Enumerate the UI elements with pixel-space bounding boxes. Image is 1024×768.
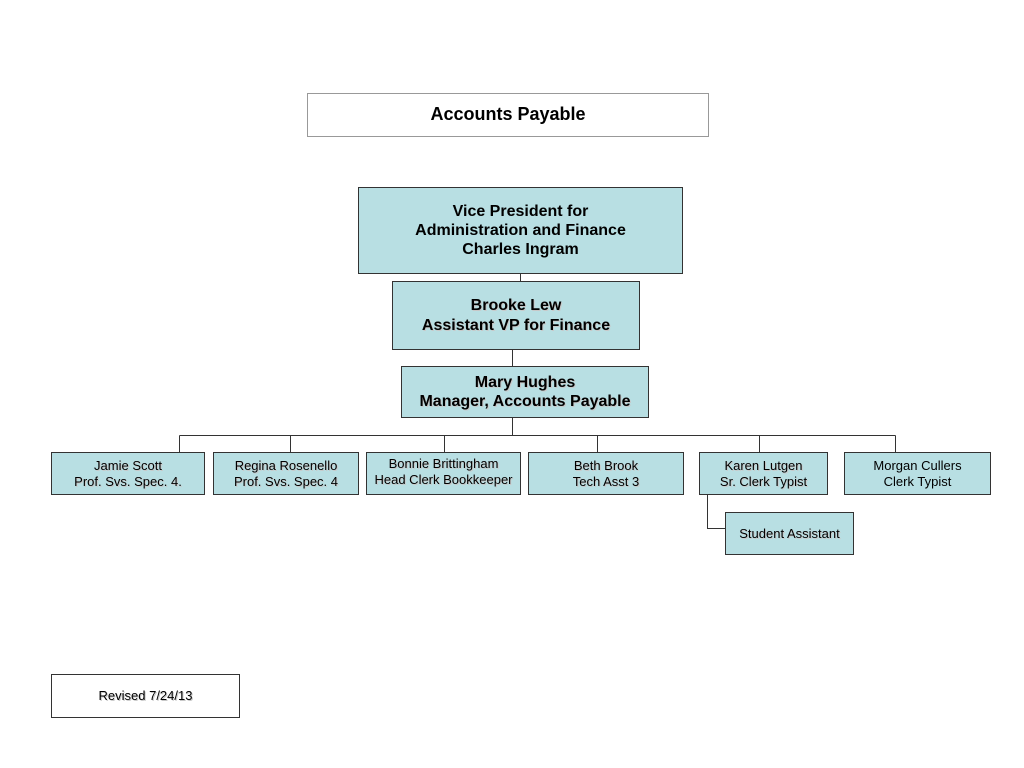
chart-title: Accounts Payable bbox=[307, 93, 709, 137]
student-assistant-label: Student Assistant bbox=[739, 525, 840, 541]
staff-role: Tech Asst 3 bbox=[572, 473, 640, 489]
staff-name: Jamie Scott bbox=[94, 457, 162, 473]
vp-box: Vice President for Administration and Fi… bbox=[358, 187, 683, 274]
vp-line-1: Vice President for bbox=[452, 202, 589, 220]
avp-role: Assistant VP for Finance bbox=[421, 316, 611, 334]
staff-role: Clerk Typist bbox=[883, 473, 952, 489]
staff-name: Karen Lutgen bbox=[724, 457, 803, 473]
staff-name: Morgan Cullers bbox=[873, 457, 962, 473]
staff-box-regina-rosenello: Regina Rosenello Prof. Svs. Spec. 4 bbox=[213, 452, 359, 495]
manager-name: Mary Hughes bbox=[474, 373, 576, 391]
staff-box-bonnie-brittingham: Bonnie Brittingham Head Clerk Bookkeeper bbox=[366, 452, 521, 495]
revised-date-box: Revised 7/24/13 bbox=[51, 674, 240, 718]
staff-box-jamie-scott: Jamie Scott Prof. Svs. Spec. 4. bbox=[51, 452, 205, 495]
staff-name: Beth Brook bbox=[573, 457, 639, 473]
avp-box: Brooke Lew Assistant VP for Finance bbox=[392, 281, 640, 350]
manager-role: Manager, Accounts Payable bbox=[419, 393, 631, 410]
manager-box: Mary Hughes Manager, Accounts Payable bbox=[401, 366, 649, 418]
staff-name: Bonnie Brittingham bbox=[388, 456, 499, 471]
staff-name: Regina Rosenello bbox=[234, 457, 338, 473]
staff-box-morgan-cullers: Morgan Cullers Clerk Typist bbox=[844, 452, 991, 495]
staff-role: Prof. Svs. Spec. 4 bbox=[233, 473, 339, 489]
staff-box-beth-brook: Beth Brook Tech Asst 3 bbox=[528, 452, 684, 495]
chart-title-text: Accounts Payable bbox=[430, 104, 586, 125]
staff-box-karen-lutgen: Karen Lutgen Sr. Clerk Typist bbox=[699, 452, 828, 495]
staff-role: Prof. Svs. Spec. 4. bbox=[74, 473, 182, 489]
vp-line-3: Charles Ingram bbox=[462, 241, 579, 259]
staff-role: Sr. Clerk Typist bbox=[719, 473, 808, 489]
vp-line-2: Administration and Finance bbox=[415, 221, 626, 239]
revised-date-text: Revised 7/24/13 bbox=[98, 688, 193, 704]
connector-karen-student bbox=[707, 495, 725, 529]
avp-name: Brooke Lew bbox=[470, 297, 562, 315]
student-assistant-box: Student Assistant bbox=[725, 512, 854, 555]
staff-role: Head Clerk Bookkeeper bbox=[374, 471, 513, 487]
